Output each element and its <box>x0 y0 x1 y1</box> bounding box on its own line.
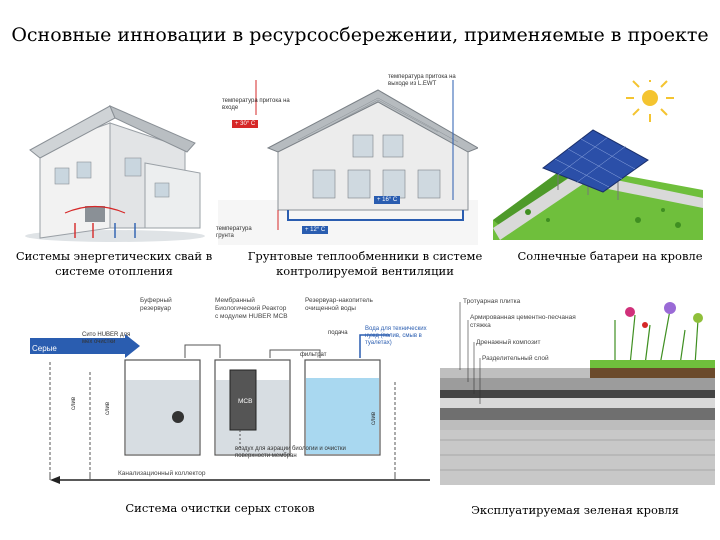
temp-ground-label: температура грунта <box>216 226 252 239</box>
page-title: Основные инновации в ресурсосбережении, … <box>11 24 709 46</box>
air-note-label: воздух для аэрации биологии и очистки по… <box>235 446 346 459</box>
grey-drains-label: Серые стоки <box>32 344 57 362</box>
tech-water-label: Вода для технических нужд (полив, смыв в… <box>365 326 427 346</box>
caption-ground-exchangers: Грунтовые теплообменники в системе контр… <box>247 249 483 278</box>
filtrate-label: фильтрат <box>300 352 327 358</box>
drain-label-2: слив <box>105 401 112 416</box>
drain-label-1: слив <box>71 396 78 411</box>
membrane-reactor-label: Мембранный Биологический Реактор с модул… <box>215 297 288 320</box>
sun-icon <box>626 80 674 122</box>
temp-tag-plus12: + 12° C <box>302 226 329 234</box>
energy-piles-illustration <box>25 105 205 242</box>
mcb-label: MCB <box>238 398 253 405</box>
caption-solar-roof: Солнечные батареи на кровле <box>517 249 703 263</box>
separator-label: Разделительный слой <box>482 355 549 362</box>
sieve-label: Сито HUBER для мех очистки <box>82 332 131 345</box>
temp-tag-plus30: + 30° C <box>232 120 259 128</box>
buffer-tank-label: Буферный резервуар <box>140 297 172 312</box>
caption-energy-piles: Системы энергетических свай в системе от… <box>15 249 213 278</box>
temp-outlet-label: температура притока на выходе из L.EWT <box>388 74 456 87</box>
caption-greywater: Система очистки серых стоков <box>125 501 315 515</box>
temp-inlet-label: температура притока на входе <box>222 98 290 111</box>
composite-label: Дренажный композит <box>476 339 541 346</box>
drain-label-3: слив <box>371 411 378 426</box>
ground-exchanger-illustration <box>218 80 478 245</box>
tile-label: Тротуарная плитка <box>463 298 521 305</box>
solar-roof-illustration <box>493 80 703 240</box>
screed-label: Армированная цементно-песчаная стяжка <box>470 314 576 329</box>
temp-tag-plus16: + 16° C <box>374 196 401 204</box>
caption-green-roof: Эксплуатируемая зеленая кровля <box>471 503 679 517</box>
flower-icon <box>625 302 703 328</box>
green-roof-section <box>440 302 715 485</box>
supply-label: подача <box>328 330 348 336</box>
clean-tank-label: Резервуар-накопитель очищенной воды <box>305 297 373 312</box>
greywater-diagram <box>30 290 440 495</box>
sewer-label: Канализационный коллектор <box>118 470 206 477</box>
